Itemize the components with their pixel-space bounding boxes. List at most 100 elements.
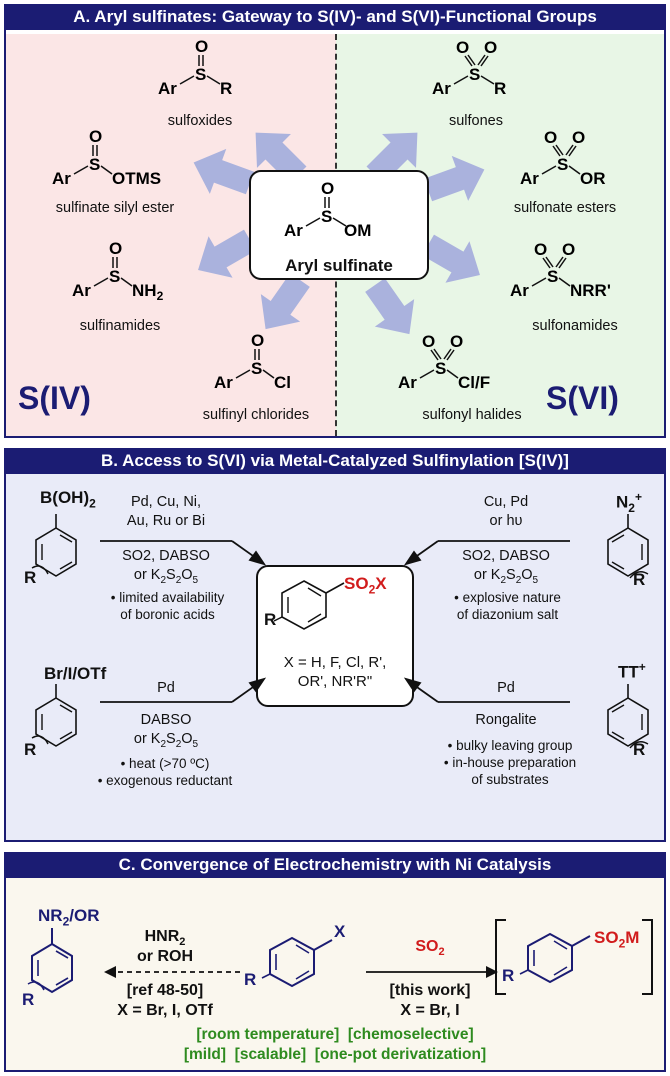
sulfinate-silyl-ester-label: sulfinate silyl ester: [55, 200, 175, 216]
s6-label: S(VI): [546, 380, 619, 416]
svg-text:O: O: [534, 240, 547, 259]
amination-product-ring: [27, 928, 73, 994]
br-above-1: Pd: [497, 680, 515, 696]
sulfinate-product-ring: [495, 919, 653, 995]
sulfonamide-structure: Ar S O O NRR': [510, 240, 611, 300]
c-right-product: SO2M: [594, 928, 640, 951]
svg-text:Ar: Ar: [398, 373, 417, 392]
svg-text:S: S: [251, 359, 262, 378]
product-r: R: [264, 610, 277, 629]
c-right-below-1: [this work]: [389, 982, 471, 999]
svg-text:Ar: Ar: [52, 169, 71, 188]
tr-below-1: SO2, DABSO: [462, 548, 550, 564]
br-substituent: TT+: [618, 660, 646, 682]
panel-c: [4, 852, 666, 1072]
svg-text:Cl: Cl: [274, 373, 291, 392]
svg-text:O: O: [450, 332, 463, 351]
svg-text:OR: OR: [580, 169, 606, 188]
svg-text:Cl/F: Cl/F: [458, 373, 490, 392]
panel-a-title: A. Aryl sulfinates: Gateway to S(IV)- an…: [4, 4, 666, 30]
svg-text:O: O: [109, 239, 122, 258]
sulfoxides-label: sulfoxides: [167, 113, 233, 129]
bl-below-2: or K2S2O5: [133, 731, 199, 750]
sulfonyl-halide-structure: Ar S O O Cl/F: [398, 332, 490, 392]
s4-label: S(IV): [18, 380, 91, 416]
svg-text:S: S: [195, 65, 206, 84]
substrate-r: R: [244, 970, 257, 989]
br-note-2: • in-house preparation: [443, 755, 577, 770]
sulfonamides-label: sulfonamides: [532, 318, 618, 334]
bl-substituent: Br/I/OTf: [44, 664, 107, 683]
bl-note-1: • heat (>70 ºC): [120, 756, 210, 771]
bl-note-2: • exogenous reductant: [97, 773, 233, 788]
svg-text:S: S: [89, 155, 100, 174]
tl-note-1: • limited availability: [110, 590, 225, 605]
bl-r: R: [24, 740, 37, 759]
tr-r: R: [633, 570, 646, 589]
br-note-1: • bulky leaving group: [447, 738, 573, 753]
bl-above-1: Pd: [157, 680, 175, 696]
features-line-1: [room temperature] [chemoselective]: [196, 1026, 474, 1043]
svg-text:S: S: [109, 267, 120, 286]
svg-text:S: S: [435, 359, 446, 378]
sulfinamides-label: sulfinamides: [79, 318, 161, 334]
panel-c-arrows: [104, 966, 498, 978]
svg-text:O: O: [422, 332, 435, 351]
sulfonyl-halides-label: sulfonyl halides: [422, 407, 522, 423]
tl-above-1: Pd, Cu, Ni,: [130, 494, 202, 510]
sulfones-label: sulfones: [448, 113, 503, 129]
tl-below-1: SO2, DABSO: [122, 548, 210, 564]
svg-text:Ar: Ar: [432, 79, 451, 98]
tr-substituent: N2+: [616, 490, 642, 516]
sulfonate-ester-structure: Ar S O O OR: [520, 128, 606, 188]
svg-text:R: R: [494, 79, 506, 98]
c-left-above-1: HNR2: [144, 928, 186, 949]
sulfone-structure: Ar S O O R: [432, 38, 506, 98]
svg-text:O: O: [484, 38, 497, 57]
panel-b-title: B. Access to S(VI) via Metal-Catalyzed S…: [4, 448, 666, 474]
product-ring: [273, 580, 345, 630]
panel-c-title: C. Convergence of Electrochemistry with …: [4, 852, 666, 878]
tr-above-2: or hυ: [489, 513, 523, 529]
c-right-below-2: X = Br, I: [400, 1002, 460, 1019]
diazonium-ring: [607, 514, 649, 579]
sulfinyl-chloride-structure: Ar S O Cl: [214, 331, 291, 392]
svg-text:R: R: [220, 79, 232, 98]
svg-text:S: S: [469, 65, 480, 84]
svg-text:NH2: NH2: [132, 281, 164, 303]
tl-above-2: Au, Ru or Bi: [126, 513, 206, 529]
svg-text:O: O: [251, 331, 264, 350]
sulfoxide-structure: Ar S O R: [158, 37, 232, 98]
svg-text:Ar: Ar: [72, 281, 91, 300]
panel-b-arrows: [100, 540, 570, 703]
c-left-r: R: [22, 990, 35, 1009]
svg-text:Ar: Ar: [158, 79, 177, 98]
sulfonate-esters-label: sulfonate esters: [513, 200, 617, 216]
svg-text:O: O: [321, 179, 334, 198]
c-right-above: SO2: [415, 938, 445, 959]
panel-a: [4, 4, 666, 438]
svg-text:Ar: Ar: [510, 281, 529, 300]
tl-r: R: [24, 568, 37, 587]
br-r: R: [633, 740, 646, 759]
sulfinate-silyl-ester-structure: Ar S O OTMS: [52, 127, 161, 188]
thianthrenium-ring: [607, 684, 649, 749]
bl-below-1: DABSO: [140, 712, 192, 728]
svg-text:Ar: Ar: [284, 221, 303, 240]
svg-text:O: O: [456, 38, 469, 57]
svg-text:O: O: [572, 128, 585, 147]
substrate-x: X: [334, 922, 346, 941]
tl-note-2: of boronic acids: [120, 607, 215, 622]
tl-substituent: B(OH)2: [40, 488, 96, 511]
svg-text:O: O: [544, 128, 557, 147]
svg-text:NRR': NRR': [570, 281, 611, 300]
c-right-r: R: [502, 966, 515, 985]
svg-text:OM: OM: [344, 221, 371, 240]
features-line-2: [mild] [scalable] [one-pot derivatizatio…: [183, 1046, 487, 1063]
br-below-1: Rongalite: [475, 712, 537, 728]
tr-above-1: Cu, Pd: [483, 494, 529, 510]
tr-note-1: • explosive nature: [454, 590, 561, 605]
sulfinamide-structure: Ar S O NH2: [72, 239, 164, 303]
product-so2x: SO2X: [344, 574, 387, 597]
aryl-sulfinate-structure: Ar S O OM: [284, 179, 371, 240]
